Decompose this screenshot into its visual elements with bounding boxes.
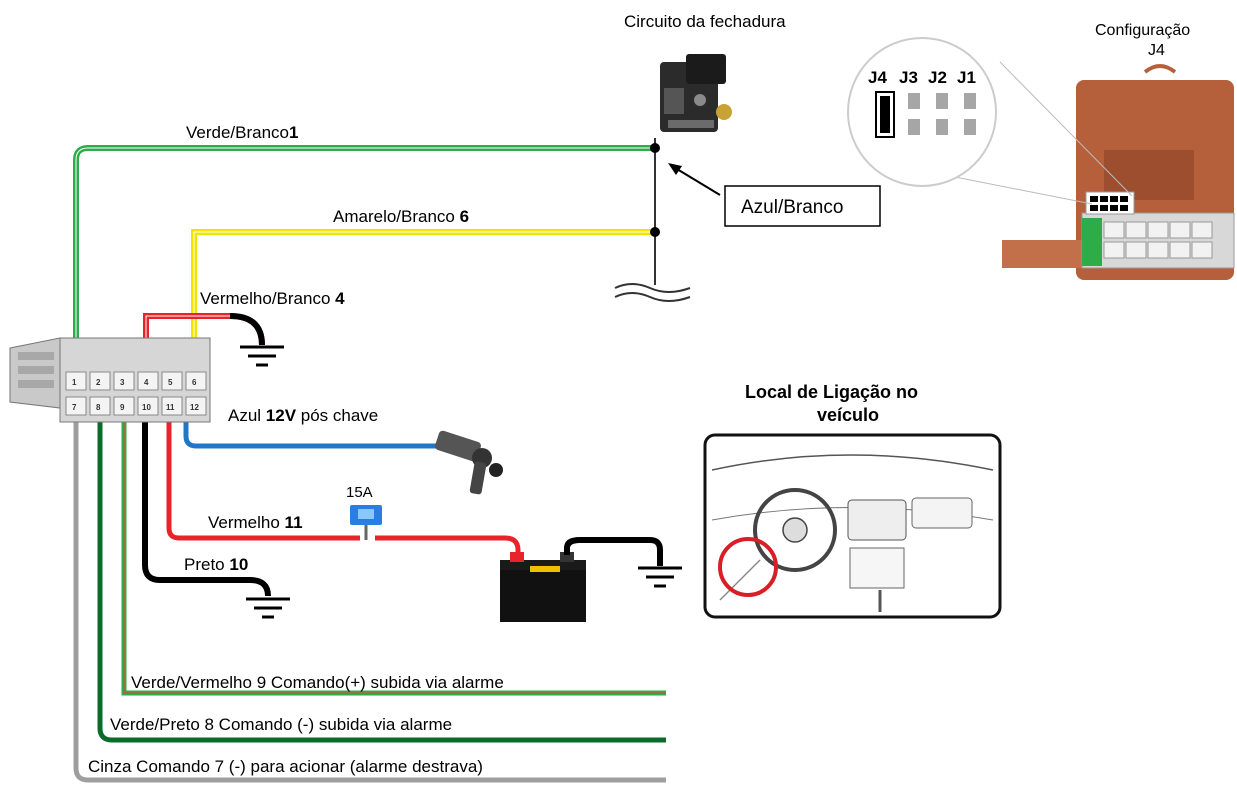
- pin-number: 8: [96, 403, 101, 412]
- j4-config-title-line2: J4: [1148, 42, 1165, 59]
- j4-config-title: Configuração: [1095, 22, 1190, 39]
- vehicle-location-title: Local de Ligação no: [745, 382, 918, 402]
- jumper-label: J4: [868, 68, 887, 87]
- arrow-line: [671, 165, 721, 196]
- connection-location-marker: [718, 537, 778, 597]
- jumper-label: J2: [928, 68, 947, 87]
- fuse-rating: 15A: [346, 484, 373, 501]
- green-red-label: Verde/Vermelho 9 Comando(+) subida via a…: [131, 673, 504, 692]
- pin-number: 3: [120, 378, 125, 387]
- blue-12v-label: Azul 12V pós chave: [228, 406, 378, 425]
- green-white-stripe: [75, 147, 655, 376]
- pin-number: 7: [72, 403, 77, 412]
- red-white-label: Vermelho/Branco 4: [200, 289, 345, 308]
- ignition-key-icon: [435, 430, 503, 495]
- green-red-stripe: [123, 418, 666, 694]
- pin-number: 6: [192, 378, 197, 387]
- arrow-head: [668, 163, 682, 175]
- blue-12v-wire: [183, 418, 440, 449]
- green-white-label: Verde/Branco1: [186, 123, 298, 142]
- pin-number: 4: [144, 378, 149, 387]
- pin-number: 5: [168, 378, 173, 387]
- pin-number: 9: [120, 403, 125, 412]
- red-label: Vermelho 11: [208, 513, 303, 532]
- red-power-wire: [166, 418, 360, 541]
- ground-symbol: [638, 566, 682, 588]
- wire-break-mark: [614, 283, 691, 293]
- magnifier-line: [999, 61, 1133, 197]
- module-connector: 1 2 3 4 5 6 7 8 9 10 11 12: [9, 337, 211, 423]
- ground-symbol: [246, 597, 290, 619]
- jumper-block: [875, 91, 976, 138]
- alarm-module-image: [1002, 64, 1235, 280]
- jumper-label: J3: [899, 68, 918, 87]
- pin-cells-top: [65, 371, 207, 391]
- car-interior-illustration: [703, 433, 1002, 619]
- pin-number: 2: [96, 378, 101, 387]
- pin-cells-bottom: [65, 396, 207, 416]
- magnifier-line: [944, 174, 1093, 205]
- yellow-white-label: Amarelo/Branco 6: [333, 207, 469, 226]
- blue-white-callout: [724, 185, 881, 227]
- pin-number: 1: [72, 378, 77, 387]
- lock-circuit-title: Circuito da fechadura: [624, 12, 786, 31]
- splice-dot: [650, 227, 660, 237]
- battery-icon: [500, 552, 586, 622]
- green-black-label: Verde/Preto 8 Comando (-) subida via ala…: [110, 715, 452, 734]
- gray-wire: [73, 418, 666, 783]
- splice-dot: [650, 143, 660, 153]
- ground-lead: [229, 313, 265, 346]
- jumper-magnifier: [847, 37, 997, 187]
- ground-symbol: [240, 345, 284, 367]
- pin-number: 10: [142, 403, 151, 412]
- green-black-wire: [97, 418, 666, 743]
- blue-white-label: Azul/Branco: [741, 197, 843, 218]
- door-lock-actuator-image: [660, 54, 732, 132]
- wire-break-mark: [614, 292, 691, 302]
- gray-label: Cinza Comando 7 (-) para acionar (alarme…: [88, 757, 483, 776]
- vehicle-location-title-line2: veículo: [817, 405, 879, 425]
- pin-number: 11: [166, 403, 175, 412]
- fuse-icon: [350, 505, 382, 540]
- black-ground-wire: [142, 418, 271, 597]
- jumper-label: J1: [957, 68, 976, 87]
- black-label: Preto 10: [184, 555, 248, 574]
- red-power-wire-battery: [375, 535, 521, 562]
- pin-number: 12: [190, 403, 199, 412]
- battery-ground-lead: [564, 537, 663, 566]
- yellow-white-stripe: [193, 231, 655, 377]
